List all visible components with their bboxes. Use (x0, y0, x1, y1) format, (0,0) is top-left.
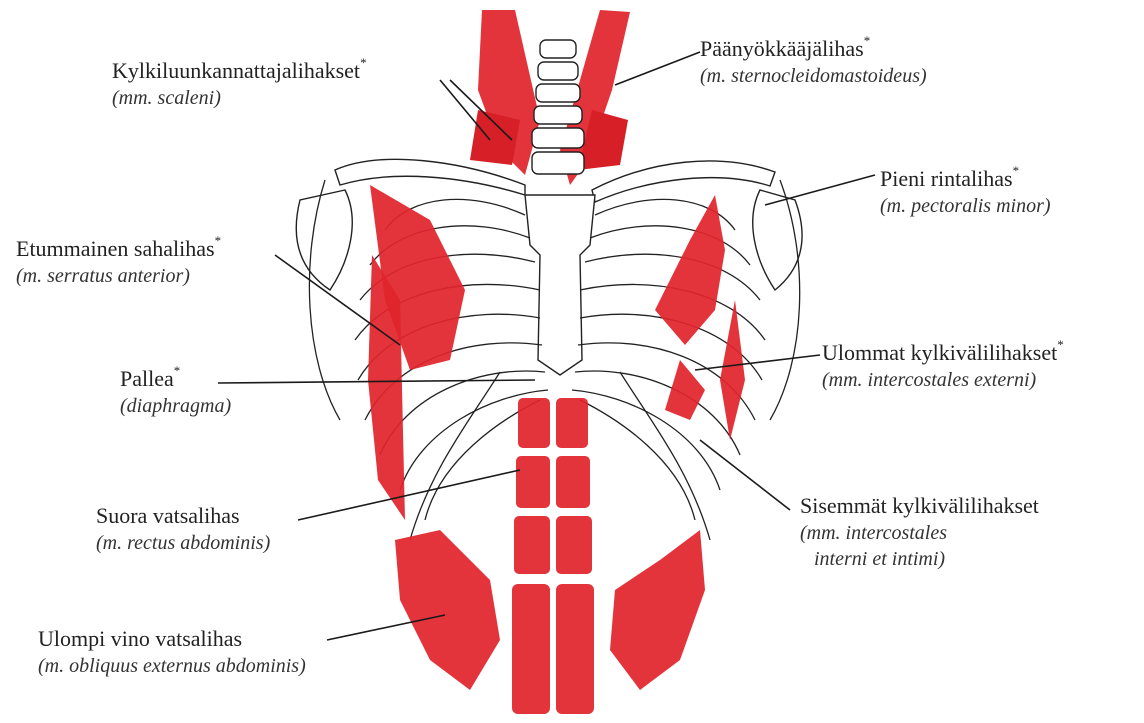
sternum (525, 195, 595, 375)
label-diaphragm: Pallea* (diaphragma) (120, 368, 231, 416)
cervical-spine (532, 40, 584, 174)
label-serratus-anterior: Etummainen sahalihas* (m. serratus anter… (16, 238, 221, 286)
label-pectoralis-minor: Pieni rintalihas* (m. pectoralis minor) (880, 168, 1051, 216)
label-external-intercostals: Ulommat kylkivälilihakset* (mm. intercos… (822, 342, 1064, 390)
label-rectus-abdominis: Suora vatsalihas (m. rectus abdominis) (96, 505, 270, 553)
label-scalenes: Kylkiluunkannattajalihakset* (mm. scalen… (112, 60, 367, 108)
label-sternocleidomastoid: Päänyökkääjälihas* (m. sternocleidomasto… (700, 38, 927, 86)
label-external-oblique: Ulompi vino vatsalihas (m. obliquus exte… (38, 628, 306, 676)
rectus-abdominis (512, 398, 594, 714)
label-internal-intercostals: Sisemmät kylkivälilihakset (mm. intercos… (800, 495, 1039, 569)
